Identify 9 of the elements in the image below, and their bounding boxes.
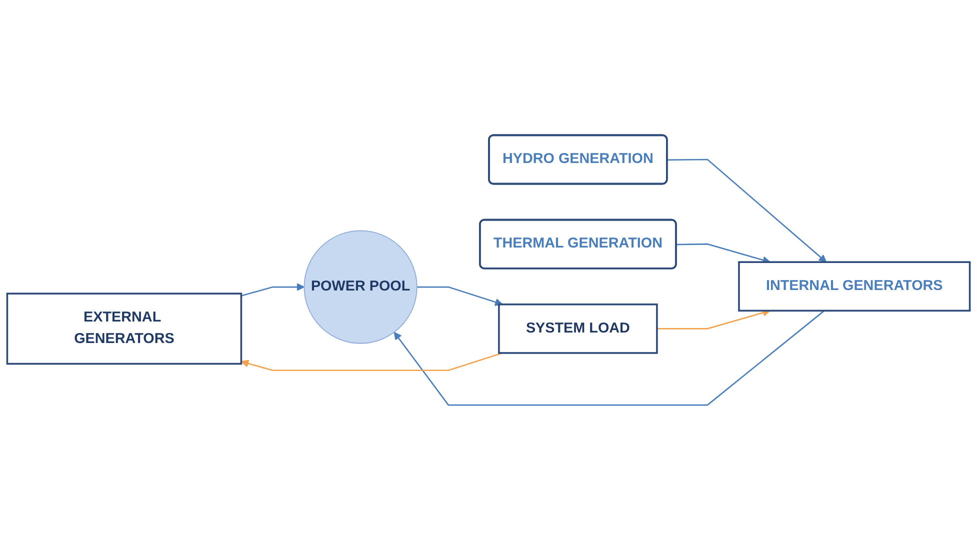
- arrow: [667, 158, 827, 262]
- arrow: [241, 282, 305, 296]
- node-box: SYSTEM LOAD: [498, 303, 658, 354]
- arrow: [416, 286, 503, 306]
- arrow: [394, 310, 825, 406]
- node-box: INTERNAL GENERATORS: [738, 261, 971, 312]
- arrow: [240, 352, 503, 371]
- node-circle: POWER POOL: [304, 230, 418, 344]
- node-box: EXTERNAL GENERATORS: [6, 292, 242, 365]
